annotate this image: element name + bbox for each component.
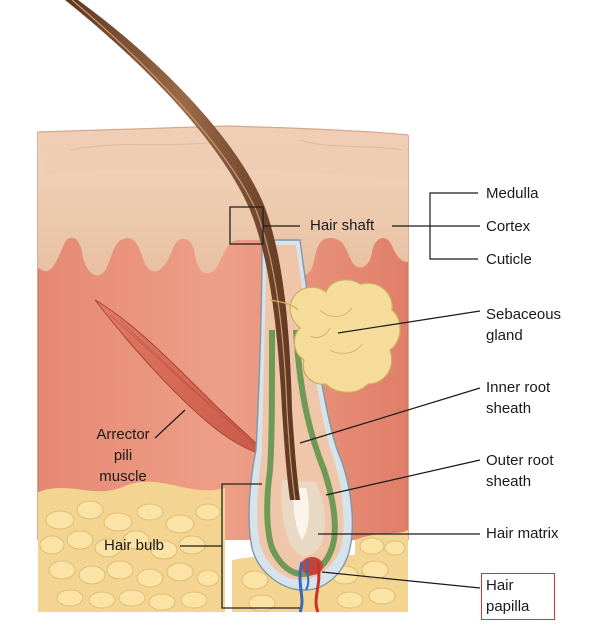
sebaceous-gland [269, 279, 401, 393]
label-hair-shaft: Hair shaft [310, 217, 375, 234]
label-hair-bulb: Hair bulb [104, 537, 165, 554]
label-arrector-line-3: muscle [99, 468, 147, 485]
label-sebaceous-line-2: gland [486, 327, 523, 344]
hair-papilla [298, 557, 323, 613]
label-arrector-line-2: pili [113, 447, 133, 464]
leader-lines [154, 192, 481, 589]
label-arrector-line-1: Arrector [96, 426, 150, 443]
label-hair-papilla-line-2: papilla [486, 598, 530, 615]
label-outer-root-line-1: Outer root [486, 452, 554, 469]
label-hair-matrix: Hair matrix [486, 525, 559, 542]
label-outer-root-line-2: sheath [486, 473, 532, 490]
label-inner-root-sheath: Inner root sheath [486, 377, 550, 419]
label-cuticle: Cuticle [486, 251, 532, 268]
label-sebaceous-line-1: Sebaceous [486, 306, 562, 323]
label-cortex: Cortex [486, 218, 531, 235]
highlight-box-hair-papilla [481, 573, 555, 620]
label-inner-root-line-1: Inner root [486, 379, 551, 396]
label-outer-root-sheath: Outer root sheath [486, 450, 554, 492]
label-sebaceous-gland: Sebaceous gland [486, 304, 561, 346]
label-hair-papilla-line-1: Hair [486, 577, 514, 594]
label-arrector-pili-muscle: Arrector pili muscle [88, 424, 158, 487]
label-inner-root-line-2: sheath [486, 400, 532, 417]
label-medulla: Medulla [486, 185, 539, 202]
label-hair-papilla: Hair papilla [486, 575, 529, 617]
hair-shaft [65, 0, 300, 501]
